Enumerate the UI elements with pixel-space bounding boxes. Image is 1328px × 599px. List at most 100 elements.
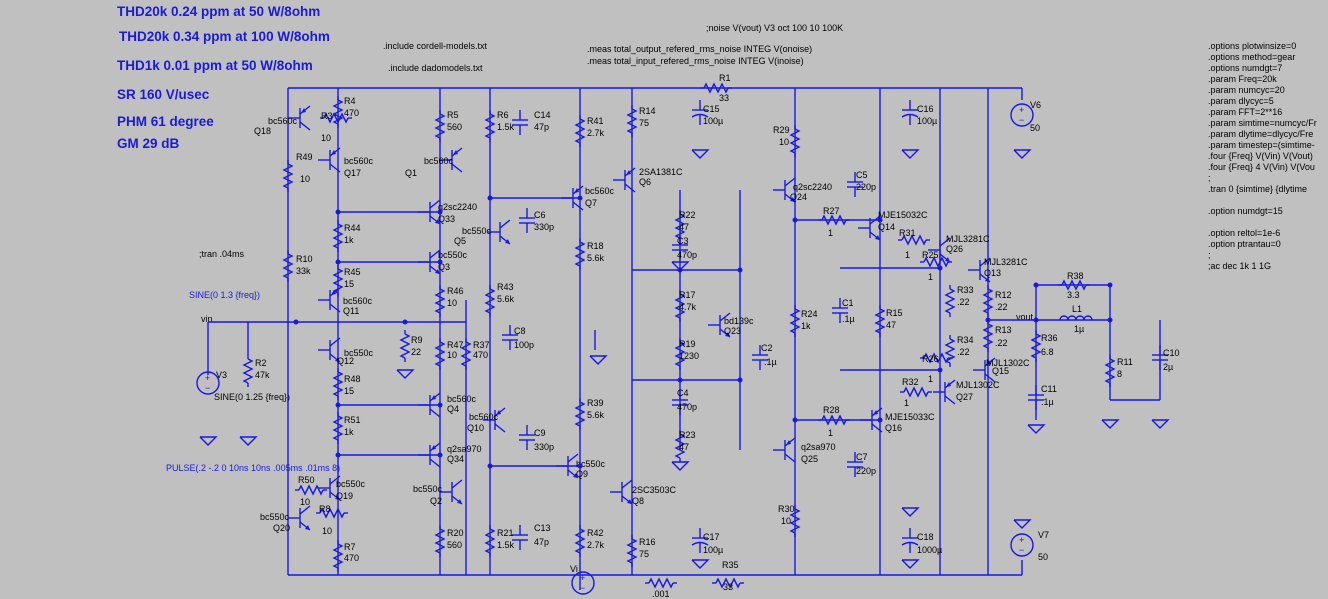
resistor-ref: R7 [344, 542, 356, 552]
resistor-ref: R10 [296, 254, 313, 264]
option-line: .param timestep=(simtime- [1208, 140, 1315, 150]
capacitor-ref: C6 [534, 210, 546, 220]
resistor-value: 10 [322, 526, 332, 536]
resistor-ref: R6 [497, 110, 509, 120]
transistor-model: MJE15033C [885, 412, 935, 422]
resistor-ref: R21 [497, 528, 514, 538]
transistor-ref: Q11 [343, 306, 359, 316]
resistor-value: 470 [344, 553, 359, 563]
resistor-value: .22 [995, 338, 1008, 348]
resistor-ref: R41 [587, 116, 604, 126]
option-line: .param FFT=2**16 [1208, 107, 1282, 117]
source-ref: Vi [570, 564, 578, 574]
resistor-ref: R49 [296, 152, 313, 162]
headline-line: SR 160 V/usec [117, 87, 210, 102]
option-line: .options plotwinsize=0 [1208, 41, 1296, 51]
capacitor-ref: C7 [856, 452, 868, 462]
net-vin: vin [201, 314, 213, 324]
ground-symbol [396, 369, 414, 379]
capacitor-value: 100µ [703, 545, 723, 555]
transistor-model: bc550c [462, 226, 492, 236]
resistor-ref: R3 [321, 111, 333, 121]
resistor-ref: R5 [447, 110, 459, 120]
transistor-model: bc560c [424, 156, 454, 166]
junction-dot [1107, 282, 1113, 288]
resistor-value: 1.5k [497, 122, 515, 132]
capacitor-ref: C5 [856, 170, 868, 180]
transistor-ref: Q17 [344, 168, 361, 178]
resistor-ref: R26 [922, 354, 939, 364]
resistor-ref: R37 [473, 340, 490, 350]
capacitor-ref: C4 [677, 388, 689, 398]
capacitor-value: 100p [514, 340, 534, 350]
transistor-ref: Q3 [438, 262, 450, 272]
junction-dot [577, 463, 583, 469]
transistor-ref: Q9 [576, 469, 588, 479]
resistor-ref: R51 [344, 415, 361, 425]
transistor-ref: Q8 [632, 496, 644, 506]
junction-dot [487, 463, 493, 469]
transistor-model: MJL1302C [986, 358, 1030, 368]
transistor-ref: Q33 [438, 214, 455, 224]
sine-spec-a: SINE(0 1.3 {freq}) [189, 290, 260, 300]
transistor-model: q2sc2240 [438, 202, 477, 212]
transistor-ref: Q2 [430, 496, 442, 506]
resistor-ref: R35 [722, 560, 739, 570]
resistor-value: 33 [723, 582, 733, 592]
resistor-value: 10 [300, 174, 310, 184]
resistor-r6: R6 1.5k [485, 109, 515, 143]
junction-dot [437, 209, 443, 215]
transistor-model: bc550c [344, 348, 374, 358]
option-line: .options method=gear [1208, 52, 1295, 62]
transistor-model: bc550c [336, 479, 366, 489]
transistor-ref: Q6 [639, 177, 651, 187]
voltage-source-v3: V3 [196, 370, 227, 395]
options-block: .options plotwinsize=0.options method=ge… [1208, 41, 1317, 271]
resistor-ref: R20 [447, 528, 464, 538]
option-line: .param simtime=numcyc/Fr [1208, 118, 1317, 128]
transistor-ref: Q27 [956, 392, 973, 402]
ground-symbol [1151, 419, 1169, 429]
resistor-ref: R44 [344, 223, 361, 233]
option-line: .option numdgt=15 [1208, 206, 1283, 216]
resistor-value: 47 [679, 442, 689, 452]
junction-dot [985, 317, 991, 323]
transistor-ref: Q18 [254, 126, 271, 136]
capacitor-value: 1000µ [917, 545, 942, 555]
source-ref: V6 [1030, 100, 1041, 110]
transistor-ref: Q4 [447, 404, 459, 414]
resistor-value: 10 [779, 137, 789, 147]
transistor-ref: Q20 [273, 523, 290, 533]
source-ref: V7 [1038, 530, 1049, 540]
headline-line: THD1k 0.01 ppm at 50 W/8ohm [117, 58, 313, 73]
transistor-ref: Q12 [337, 356, 354, 366]
resistor-ref: R42 [587, 528, 604, 538]
ground-symbol [1027, 424, 1045, 434]
resistor-r49: R49 10 [283, 152, 313, 193]
junction-dot [335, 209, 341, 215]
resistor-value: 470 [473, 350, 488, 360]
resistor-value: 1 [904, 398, 909, 408]
